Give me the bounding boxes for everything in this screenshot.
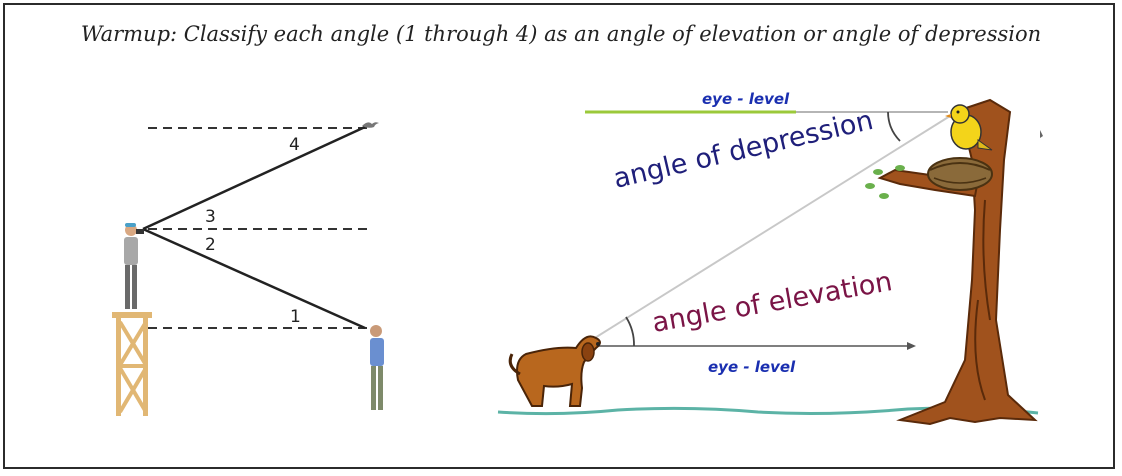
depression-angle-arc	[887, 111, 901, 142]
angle-label-1: 1	[290, 307, 301, 327]
right-diagram: eye - level eye - level angle of depress…	[497, 90, 1043, 426]
yellow-bird-icon	[945, 104, 993, 151]
angle-label-4: 4	[289, 135, 300, 155]
small-bird-icon	[362, 122, 379, 128]
elevation-angle-arc	[625, 316, 635, 347]
eye-level-arrowhead	[907, 342, 916, 350]
line-of-sight	[581, 115, 951, 347]
sight-line-to-bird	[142, 125, 366, 231]
angle-of-depression-label: angle of depression	[611, 105, 877, 195]
sight-line-to-person	[142, 227, 366, 330]
pointer-mark	[1040, 130, 1043, 138]
angle-label-2: 2	[205, 235, 216, 255]
eye-level-label-top: eye - level	[702, 90, 790, 108]
angle-label-3: 3	[205, 207, 216, 227]
eye-level-label-bottom: eye - level	[708, 358, 796, 376]
dog-icon	[508, 335, 601, 407]
worksheet-frame	[3, 3, 1115, 469]
standing-person	[370, 325, 384, 410]
angle-of-elevation-label: angle of elevation	[650, 266, 895, 339]
observer-on-tower	[124, 223, 144, 309]
lookout-tower	[112, 312, 152, 416]
bird-nest-icon	[927, 157, 993, 191]
tree	[865, 98, 1038, 426]
left-diagram: 4 3 2 1	[112, 122, 384, 416]
warmup-title: Warmup: Classify each angle (1 through 4…	[80, 22, 1042, 46]
